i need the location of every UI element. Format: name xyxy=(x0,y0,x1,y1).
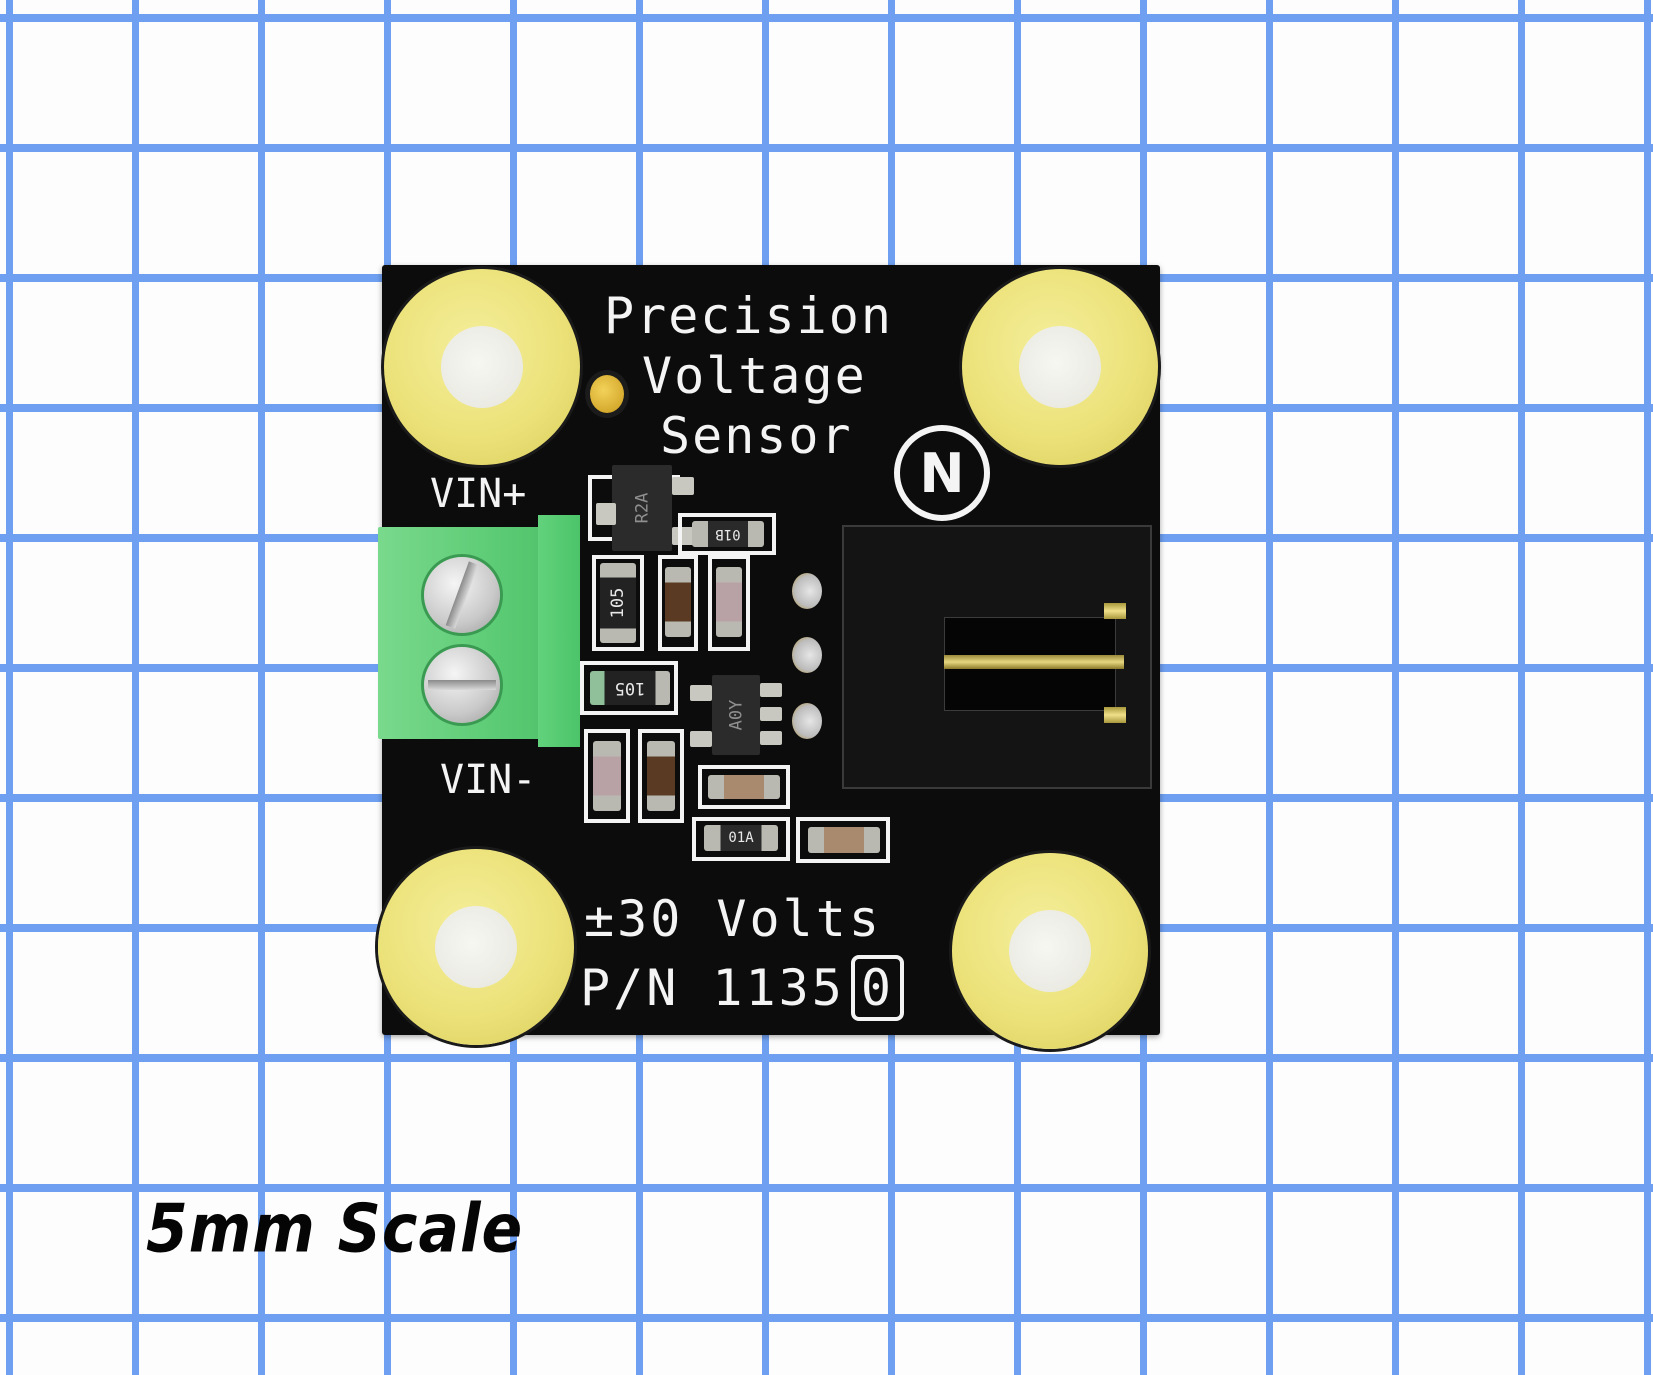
hole xyxy=(1019,326,1101,408)
mounting-hole-bottom-right xyxy=(952,853,1148,1049)
mounting-hole-top-right xyxy=(962,269,1158,465)
brand-logo-letter: N xyxy=(919,441,965,505)
silk-outline-cap-bottom xyxy=(796,817,890,863)
terminal-block-lip xyxy=(538,515,580,747)
resistor-01a: 01A xyxy=(704,825,778,851)
resistor-vin-2 xyxy=(647,741,675,811)
scale-caption: 5mm Scale xyxy=(146,1190,524,1269)
resistor-vertical-2 xyxy=(665,567,691,637)
pad xyxy=(760,683,782,697)
pad xyxy=(690,731,712,747)
ic-r2a: R2A xyxy=(612,465,672,551)
silk-outline-r-105-horizontal xyxy=(580,661,678,715)
board-title-line-2: Voltage xyxy=(642,347,867,405)
mounting-hole-top-left xyxy=(384,269,580,465)
silk-outline-r-vin-2 xyxy=(638,729,684,823)
silk-outline-cap-horizontal xyxy=(698,765,790,809)
board-title-line-1: Precision xyxy=(604,287,893,345)
screw-terminal-block xyxy=(378,515,580,747)
mounting-hole-bottom-left xyxy=(378,849,574,1045)
resistor-105-vertical: 105 xyxy=(600,563,636,643)
resistor-105-horizontal: 105 xyxy=(590,671,670,705)
part-number-revision-box: 0 xyxy=(850,955,904,1021)
capacitor-vin-1 xyxy=(593,741,621,811)
silk-outline-r-vertical-2 xyxy=(658,555,698,651)
silk-outline-r-01b xyxy=(678,513,776,555)
fiducial-marker xyxy=(590,375,624,413)
pad xyxy=(672,527,694,545)
silk-outline-r-105-vertical xyxy=(592,555,644,651)
connector-center-pin xyxy=(944,655,1124,669)
ic-a0y: A0Y xyxy=(712,675,760,755)
part-number-text: P/N 1135 xyxy=(580,959,845,1017)
silk-outline-r-01a xyxy=(692,817,790,861)
connector-pin-stub-top xyxy=(1104,603,1126,619)
connector-pin-1 xyxy=(792,573,822,609)
hole xyxy=(435,906,517,988)
terminal-screw-vin-plus xyxy=(424,557,500,633)
capacitor-horizontal xyxy=(708,775,780,799)
vin-plus-label: VIN+ xyxy=(430,471,527,517)
connector-pin-2 xyxy=(792,637,822,673)
ic-a0y-marking: A0Y xyxy=(726,699,746,731)
three-pin-connector[interactable] xyxy=(842,525,1152,789)
ic-r2a-marking: R2A xyxy=(632,492,652,524)
brand-logo-icon: N xyxy=(894,425,990,521)
resistor-01b: 01B xyxy=(692,521,764,547)
silk-outline-cap-vertical-1 xyxy=(708,555,750,651)
pad xyxy=(672,477,694,495)
silk-outline-cap-vin-1 xyxy=(584,729,630,823)
board-title-line-3: Sensor xyxy=(660,407,853,465)
connector-pin-stub-bottom xyxy=(1104,707,1126,723)
hole xyxy=(441,326,523,408)
connector-pin-3 xyxy=(792,703,822,739)
voltage-rating-label: ±30 Volts xyxy=(584,890,882,948)
capacitor-vertical-1 xyxy=(716,567,742,637)
pad xyxy=(596,503,616,525)
pad xyxy=(760,731,782,745)
pad xyxy=(760,707,782,721)
pad xyxy=(690,685,712,701)
capacitor-bottom xyxy=(808,827,880,853)
pcb-board: Precision Voltage Sensor N VIN+ VIN- R2A… xyxy=(378,265,1160,1049)
vin-minus-label: VIN- xyxy=(440,757,537,803)
hole xyxy=(1009,910,1091,992)
terminal-screw-vin-minus xyxy=(424,647,500,723)
